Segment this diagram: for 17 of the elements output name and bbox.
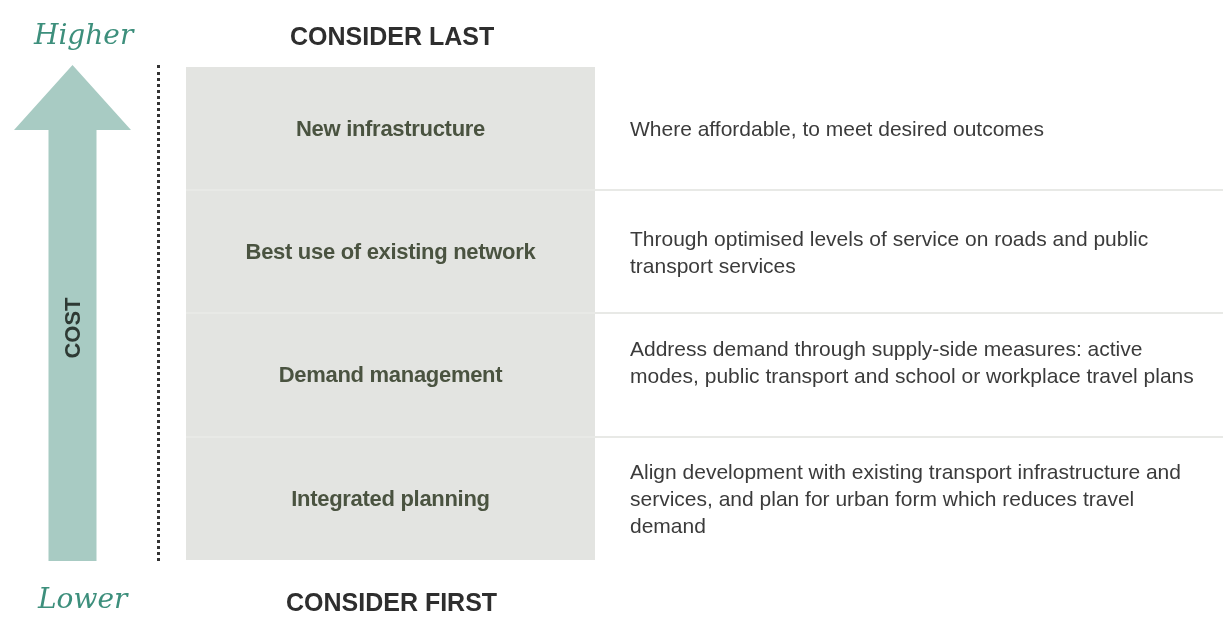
tier-box	[186, 190, 595, 313]
tier-label: New infrastructure	[296, 115, 485, 142]
description-text: Align development with existing transport infrastructure and services, and plan for urban form which reduces travel demand	[630, 459, 1182, 539]
scale-label: Lower	[38, 582, 128, 615]
scale-label: Higher	[34, 18, 134, 51]
heading-text: CONSIDER LAST	[290, 22, 495, 51]
tier-label: Integrated planning	[291, 485, 490, 512]
tier-box	[186, 67, 595, 190]
description-text: Through optimised levels of service on roads and public transport services	[630, 225, 1150, 279]
description-text: Where affordable, to meet desired outcomes	[630, 116, 1045, 142]
tier-label: Demand management	[278, 362, 503, 388]
tier-label: Best use of existing network	[245, 238, 536, 265]
description-text: Address demand through supply-side measures: active modes, public transport and school or workplace travel plans	[630, 335, 1195, 389]
arrow-label: COST	[59, 296, 86, 361]
tier-box	[186, 437, 595, 560]
tier-box	[186, 313, 595, 437]
heading-text: CONSIDER FIRST	[286, 588, 498, 617]
